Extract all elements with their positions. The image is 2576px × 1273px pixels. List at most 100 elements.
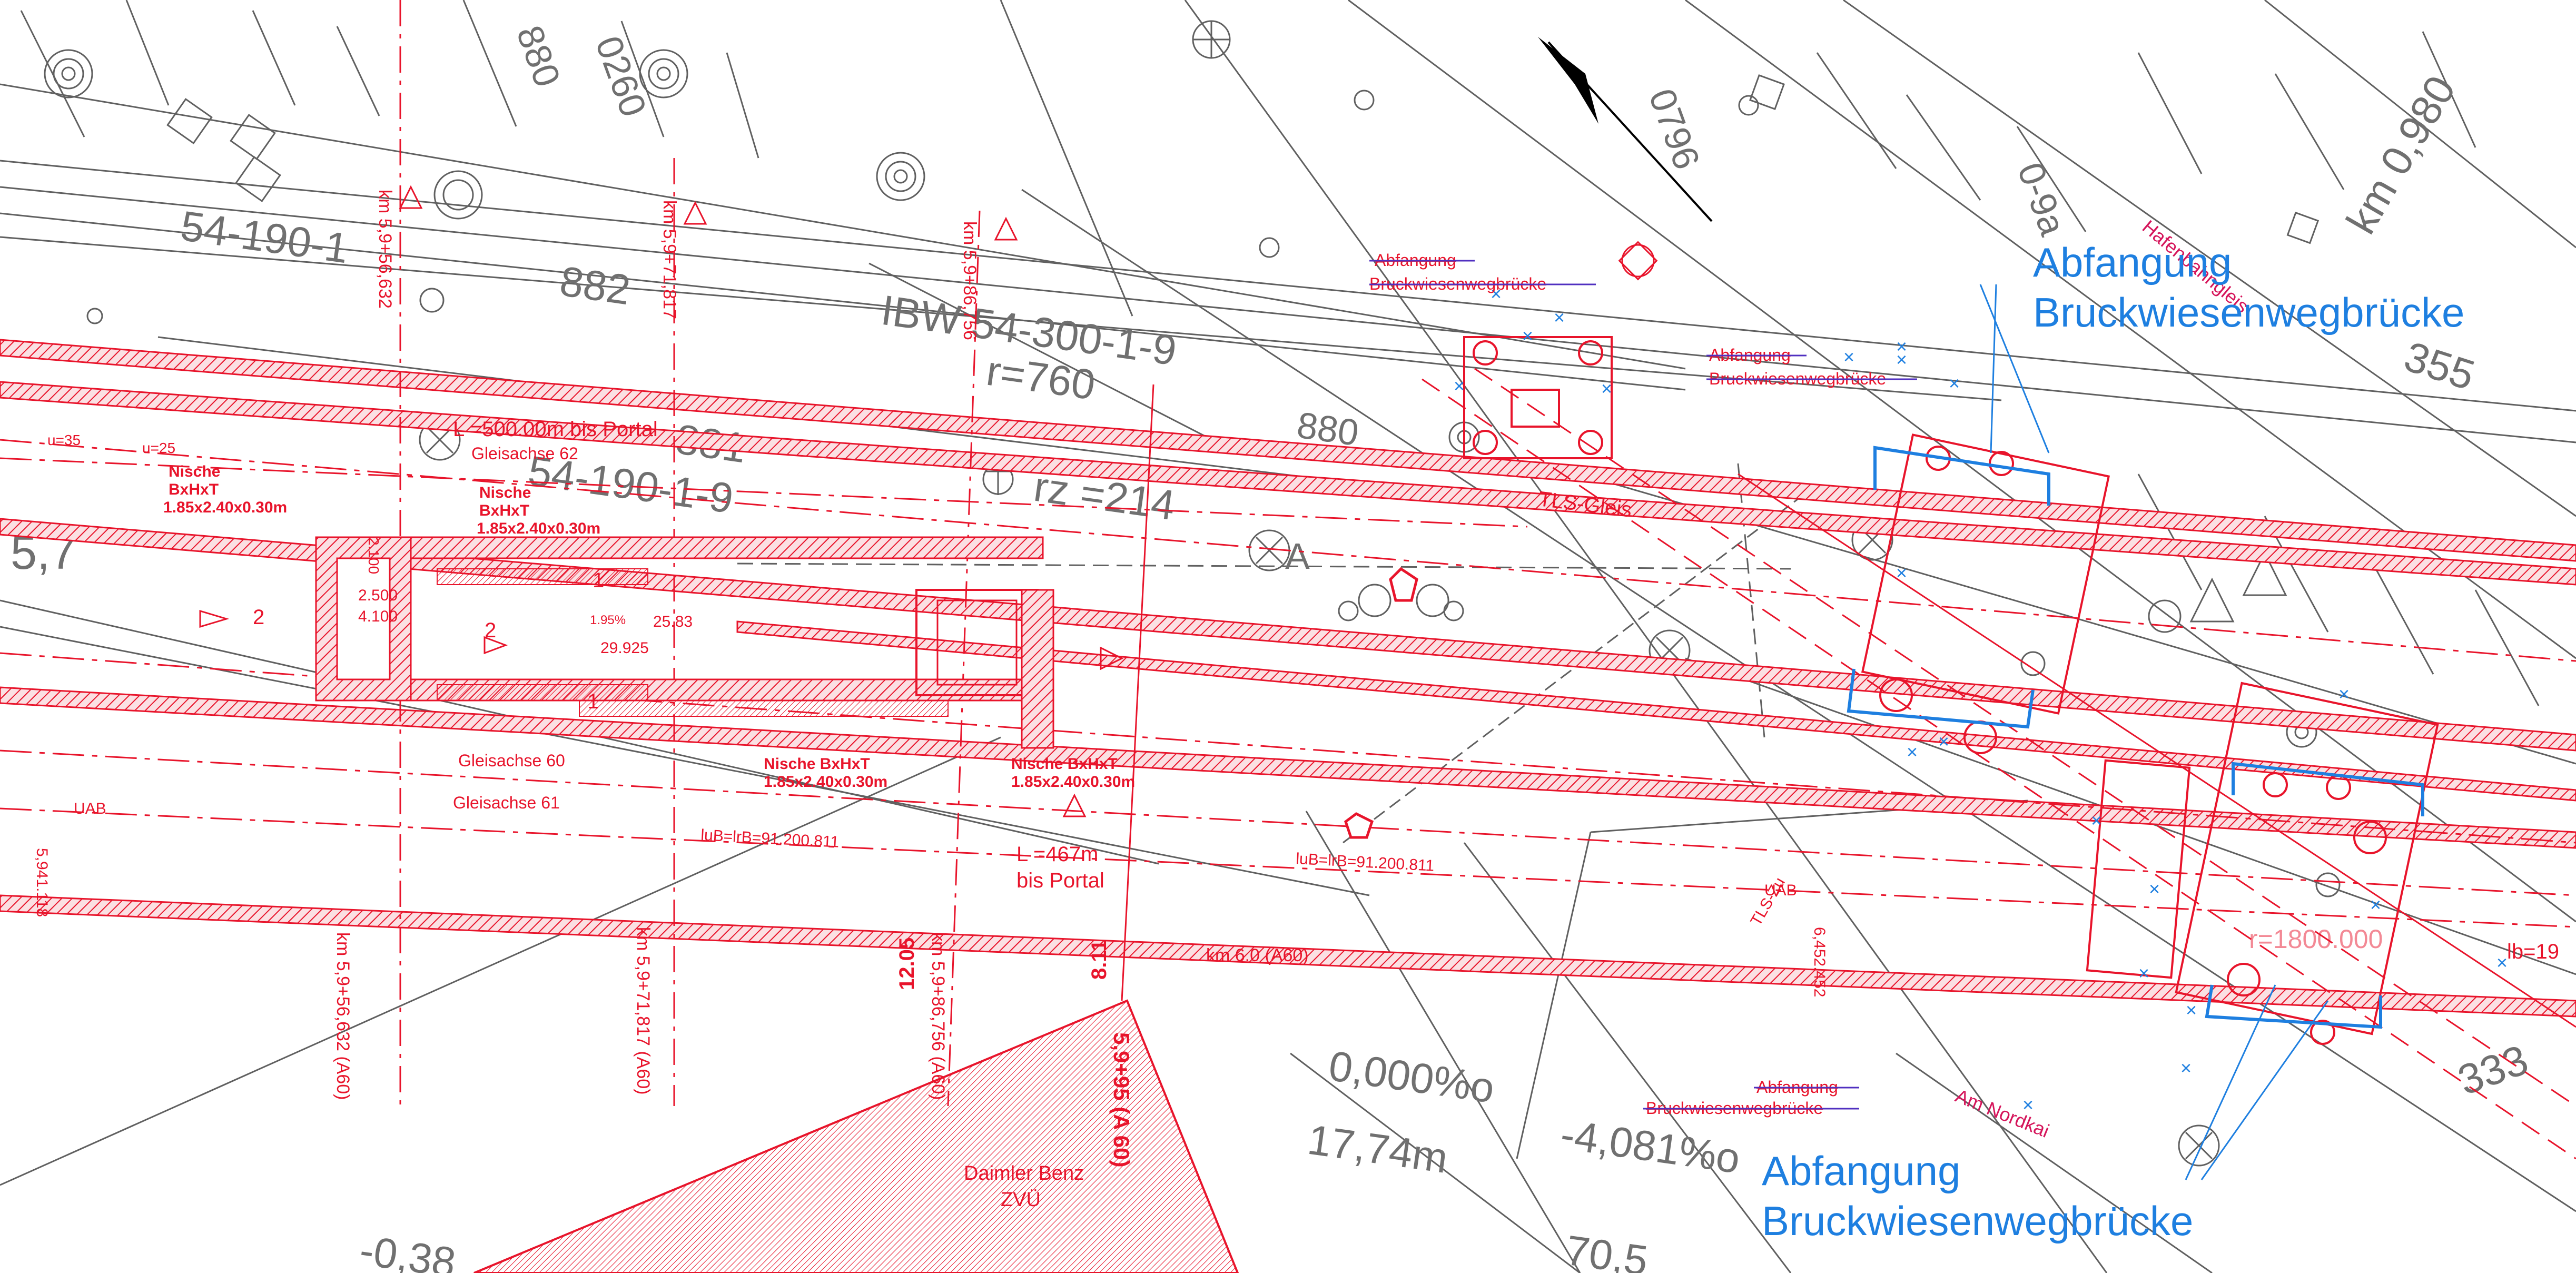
km-label-556: km 5,9+56,632	[375, 190, 395, 309]
tls-gleis-label: TLS-Gleis	[1537, 487, 1633, 521]
r1800-label: r=1800.000	[2249, 924, 2383, 954]
uab2-label: UAB	[1764, 882, 1797, 899]
gray-label-0260: 0260	[588, 31, 655, 122]
num-2a: 2	[253, 606, 264, 629]
km-label-595-a60: 5,9+95 (A 60)	[1109, 1032, 1134, 1167]
niche-label-4: Nische BxHxT 1.85x2.40x0.30m	[1011, 755, 1135, 791]
num-1b: 1	[587, 690, 599, 713]
niche-label-2-line3: 1.85x2.40x0.30m	[477, 520, 600, 537]
daimler-label: Daimler Benz ZVÜ	[964, 1162, 1084, 1211]
niche-label-3-line1: Nische BxHxT	[764, 755, 870, 773]
abfangung-top-line1: Abfangung	[2033, 239, 2232, 285]
l500-label: L =500.00m bis Portal	[453, 418, 658, 441]
gray-label-a: A	[1285, 536, 1310, 577]
svg-text:×: ×	[2180, 1057, 2192, 1079]
daimler-label-line1: Daimler Benz	[964, 1162, 1084, 1185]
km-label-6452: 6,452.452	[1811, 927, 1828, 997]
km-label-60-a60: km 6.0 (A60)	[1206, 945, 1309, 965]
gray-label-355: 355	[2399, 333, 2480, 399]
dim-811: 8.11	[1088, 940, 1111, 980]
niche-label-3-line2: 1.85x2.40x0.30m	[764, 773, 887, 791]
svg-text:×: ×	[2338, 683, 2350, 705]
gray-label-333: 333	[2452, 1036, 2534, 1104]
abfangung-top-line2: Bruckwiesenwegbrücke	[2033, 289, 2464, 335]
north-arrow-icon	[1538, 37, 1713, 222]
lub2-label: luB=lrB=91.200.811	[1296, 850, 1435, 875]
svg-text:×: ×	[1896, 335, 1907, 357]
svg-text:×: ×	[2022, 1094, 2034, 1116]
km-label-586-a60: km 5,9+86,756 (A60)	[928, 932, 948, 1100]
red-markers	[199, 185, 1658, 839]
niche-label-4-line2: 1.85x2.40x0.30m	[1011, 773, 1135, 791]
num-1a: 1	[593, 569, 604, 592]
niche-label-1: Nische BxHxT 1.85x2.40x0.30m	[163, 463, 287, 516]
svg-text:×: ×	[1601, 378, 1612, 399]
svg-text:×: ×	[1938, 731, 1949, 752]
gray-label-0796: 0796	[1641, 83, 1708, 174]
svg-text:×: ×	[2149, 878, 2160, 900]
svg-text:×: ×	[2370, 894, 2381, 915]
dim-1205: 12.05	[895, 938, 919, 990]
abfangung-strike-labels: Abfangung Bruckwiesenwegbrücke Abfangung…	[1369, 251, 1917, 1118]
svg-text:×: ×	[1896, 349, 1907, 370]
svg-text:×: ×	[1949, 372, 1960, 394]
niche-label-2: Nische BxHxT 1.85x2.40x0.30m	[477, 484, 600, 537]
niche-label-2-line1: Nische	[479, 484, 531, 501]
dim-29925: 29.925	[600, 639, 649, 657]
abfangung-bottom-line1: Abfangung	[1762, 1148, 1960, 1194]
svg-text:×: ×	[2496, 952, 2508, 973]
gleis60-label: Gleisachse 60	[458, 751, 565, 770]
svg-text:×: ×	[1491, 283, 1502, 304]
km-label-5941: 5,941.118	[33, 848, 51, 917]
track-alignments	[0, 339, 2576, 1018]
gray-label-0380: -0,38	[357, 1227, 459, 1273]
gray-label-880b: 880	[509, 20, 568, 92]
km-label-556-a60: km 5,9+56,632 (A60)	[333, 932, 353, 1100]
km-labels: km 5,9+56,632 km 5,9+71,817 km 5,9+86,75…	[33, 190, 1828, 1167]
num-2b: 2	[485, 619, 496, 642]
daimler-plot	[473, 999, 1239, 1273]
gray-label-4081: -4,081%o	[1558, 1111, 1743, 1182]
foundation-frames	[1463, 336, 2439, 1045]
uab1-label: UAB	[74, 800, 106, 817]
gleis61-label: Gleisachse 61	[453, 793, 560, 812]
svg-text:×: ×	[1554, 307, 1565, 328]
niche-label-1-line1: Nische	[169, 463, 220, 480]
gray-label-0000: 0,000%o	[1326, 1042, 1497, 1112]
l467-label: L =467m	[1016, 843, 1098, 866]
u35-label: u=35	[47, 432, 81, 448]
km-label-586: km 5,9+86,756	[960, 221, 980, 340]
niche-label-1-line3: 1.85x2.40x0.30m	[163, 499, 287, 516]
u25-label: u=25	[142, 440, 175, 456]
svg-text:×: ×	[1896, 562, 1907, 584]
dim-195: 1.95%	[590, 613, 626, 627]
niche-label-1-line2: BxHxT	[169, 481, 219, 498]
gray-label-1774: 17,74m	[1305, 1116, 1451, 1182]
gray-label-705: 70,5	[1563, 1227, 1651, 1273]
dim-2583: 25.83	[653, 613, 693, 630]
blue-x-markers: ××× ××× ××× ××× ××× ××× ×××	[1454, 283, 2508, 1116]
svg-text:×: ×	[2138, 962, 2149, 984]
km-label-571-a60: km 5,9+71,817 (A60)	[633, 927, 653, 1094]
daimler-label-line2: ZVÜ	[1001, 1189, 1041, 1211]
gray-label-km0980: km 0,980	[2337, 68, 2465, 241]
svg-text:×: ×	[1843, 346, 1854, 368]
dim-4100: 4.100	[358, 608, 398, 625]
am-nordkai-label: Am Nordkai	[1952, 1084, 2052, 1141]
svg-text:×: ×	[1907, 741, 1918, 763]
l467-bis-portal-label: bis Portal	[1016, 869, 1104, 892]
gleis62-label: Gleisachse 62	[471, 444, 578, 463]
svg-text:×: ×	[1454, 375, 1465, 397]
gray-label-882: 882	[557, 258, 634, 314]
lub1-label: luB=lrB=91.200.811	[700, 826, 840, 851]
lb19-label: lb=19	[2507, 940, 2559, 963]
abfangung-frames	[1847, 284, 2424, 1180]
niche-labels: Nische BxHxT 1.85x2.40x0.30m Nische BxHx…	[163, 463, 1135, 791]
svg-text:×: ×	[2091, 810, 2102, 831]
abfangung-blue-labels: Abfangung Bruckwiesenwegbrücke Abfangung…	[1762, 239, 2464, 1244]
dim-2100: 2.100	[366, 537, 382, 574]
gray-label-09a: 0-9a	[2010, 157, 2074, 240]
svg-text:×: ×	[1522, 325, 1533, 347]
abfangung-bottom-line2: Bruckwiesenwegbrücke	[1762, 1198, 2193, 1244]
